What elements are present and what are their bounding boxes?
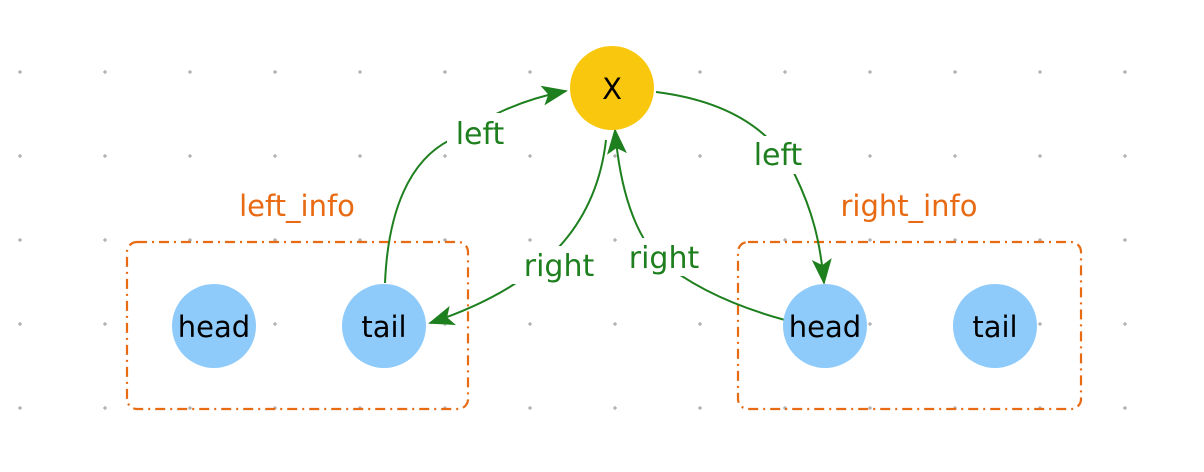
edge-label-right-1: right	[524, 249, 595, 284]
group-box-left-info	[125, 240, 470, 411]
edge-label-left-2: left	[754, 138, 803, 173]
group-label-right-info: right_info	[840, 189, 977, 223]
root-node-x	[570, 46, 654, 130]
right-info-head-label: head	[789, 310, 861, 344]
group-label-left-info: left_info	[239, 189, 355, 223]
right-info-tail-label: tail	[972, 310, 1017, 344]
left-info-head-node	[172, 284, 256, 368]
edge-label-bg	[512, 246, 606, 284]
grid-dots	[18, 70, 1127, 410]
edge-label-bg	[617, 238, 711, 276]
edge-label-bg	[745, 136, 811, 174]
right-info-tail-node	[953, 284, 1037, 368]
edge-label-right-2: right	[629, 241, 700, 276]
right-info-head-node	[783, 284, 867, 368]
edge-label-bg	[447, 113, 513, 151]
left-info-tail-node	[342, 284, 426, 368]
edge-right-x-to-left-tail	[428, 139, 607, 325]
root-node-label: X	[602, 72, 622, 106]
group-box-right-info	[736, 240, 1083, 411]
edge-label-left-1: left	[456, 117, 505, 152]
left-info-tail-label: tail	[361, 310, 406, 344]
left-info-head-label: head	[178, 310, 250, 344]
